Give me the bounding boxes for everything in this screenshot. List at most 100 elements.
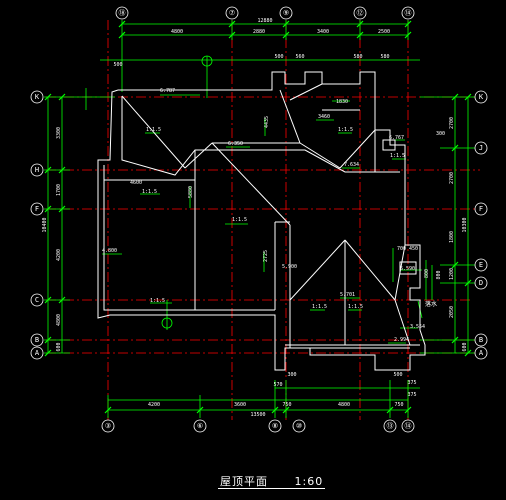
dim-bottom-small: 375: [407, 392, 416, 398]
dim-top-small: 580: [353, 54, 362, 60]
grid-bubble-right: [474, 333, 488, 347]
title-underline: [218, 488, 326, 489]
elevation-label: 4.800: [102, 248, 117, 254]
grid-bubble-left: [30, 163, 44, 177]
grid-label-bottom: ⑬: [387, 422, 394, 430]
grid-label-right: D: [479, 279, 483, 287]
drawing-title-name: 屋顶平面: [220, 475, 268, 488]
elevation-label: 6.787: [160, 88, 175, 94]
elevation-label: 5.900: [282, 264, 297, 270]
inner-dim: 4435: [264, 116, 270, 128]
note-label: 落水: [425, 300, 437, 308]
dim-left: 4200: [56, 249, 62, 261]
grid-label-top: ⑫: [357, 9, 364, 17]
dim-top: 2500: [378, 29, 390, 35]
grid-bubble-right: [474, 276, 488, 290]
grid-bubble-left: [30, 90, 44, 104]
dim-top-overall: 12880: [257, 18, 272, 24]
dim-left: 600: [56, 342, 62, 351]
drawing-title: 屋顶平面 1:60: [218, 473, 326, 489]
dim-top: 3400: [317, 29, 329, 35]
grid-label-top: ⑨: [283, 9, 289, 17]
dim-bottom-small: 570: [273, 382, 282, 388]
dim-top: 4800: [171, 29, 183, 35]
inner-dim: 700: [397, 246, 406, 252]
dim-top-small: 500: [113, 62, 122, 68]
grid-label-bottom: ⑧: [272, 422, 278, 430]
roof-outline: [97, 71, 426, 371]
dim-top-small: 560: [295, 54, 304, 60]
dimension-lines: [44, 20, 475, 418]
elevation-label: 5.701: [340, 292, 355, 298]
grid-label-bottom: ⑩: [296, 422, 302, 430]
grid-label-right: J: [479, 144, 483, 152]
grid-bubble-right: [474, 202, 488, 216]
grid-label-left: K: [35, 93, 40, 101]
grid-bubble-bottom: [401, 419, 415, 433]
dim-bottom-small: 300: [287, 372, 296, 378]
grid-label-right: E: [479, 261, 483, 269]
annotations: 6.787 6.350 7.634 6.767 5.900 5.701 6.59…: [102, 88, 445, 343]
dim-left: 1700: [56, 184, 62, 196]
dim-bottom: 4200: [148, 402, 160, 408]
inner-dim: 1830: [336, 99, 348, 105]
dim-bottom: 4800: [338, 402, 350, 408]
grid-bubble-left: [30, 293, 44, 307]
inner-dim: 2725: [263, 250, 269, 262]
dim-bottom-small: 500: [393, 372, 402, 378]
slope-label: 1:1.5: [348, 304, 363, 310]
dim-top-small: 500: [274, 54, 283, 60]
slope-label: 1:1.5: [232, 217, 247, 223]
axis-lines: [46, 20, 480, 420]
slope-label: 1:1.5: [142, 189, 157, 195]
grid-label-top: ⑱: [119, 9, 126, 17]
grid-label-left: F: [35, 205, 39, 213]
dim-bottom-small: 375: [407, 380, 416, 386]
dim-bottom-overall: 13500: [250, 412, 265, 418]
grid-bubble-top: [353, 6, 367, 20]
dim-left-overall: 10400: [42, 217, 48, 232]
grid-bubble-bottom: [268, 419, 282, 433]
dim-right: 800: [436, 270, 442, 279]
grid-bubble-top: [401, 6, 415, 20]
grid-bubble-right: [474, 141, 488, 155]
slope-label: 1:1.5: [146, 127, 161, 133]
dim-right: 2050: [449, 306, 455, 318]
grid-label-left: B: [35, 336, 39, 344]
inner-dim: 3460: [318, 114, 330, 120]
grid-label-right: A: [479, 349, 484, 357]
grid-label-left: A: [35, 349, 40, 357]
grid-label-right: F: [479, 205, 483, 213]
dim-top-small: 580: [380, 54, 389, 60]
grid-bubble-top: [225, 6, 239, 20]
grid-labels: ⑱ ⑦ ⑨ ⑫ ⑭ ③ ⑥ ⑧ ⑩ ⑬ ⑭ K H F C B A K J F …: [35, 9, 484, 430]
grid-bubble-right: [474, 90, 488, 104]
elevation-label: 6.767: [389, 135, 404, 141]
dim-top: 2880: [253, 29, 265, 35]
elevation-label: 2.994: [394, 337, 409, 343]
grid-bubble-top: [279, 6, 293, 20]
grid-label-left: C: [35, 296, 39, 304]
dim-right: 2700: [449, 117, 455, 129]
grid-label-bottom: ⑭: [405, 422, 412, 430]
dim-right: 1200: [449, 268, 455, 280]
inner-dim: 800: [424, 269, 430, 278]
dim-right: 600: [462, 342, 468, 351]
grid-bubble-bottom: [101, 419, 115, 433]
grid-bubbles: [30, 6, 488, 433]
grid-label-bottom: ⑥: [197, 422, 203, 430]
grid-label-right: B: [479, 336, 483, 344]
grid-label-top: ⑭: [405, 9, 412, 17]
dimension-texts-right: 10300 2700 2700 1800 1200 800 2050 600: [436, 117, 468, 352]
grid-bubble-top: [115, 6, 129, 20]
grid-bubble-bottom: [292, 419, 306, 433]
grid-label-left: H: [35, 166, 39, 174]
slope-label: 1:1.5: [150, 298, 165, 304]
dim-right: 1800: [449, 231, 455, 243]
dim-right: 2700: [449, 172, 455, 184]
elevation-label: 3.554: [410, 324, 425, 330]
grid-bubble-right: [474, 346, 488, 360]
slope-label: 1:1.5: [312, 304, 327, 310]
grid-bubble-left: [30, 333, 44, 347]
